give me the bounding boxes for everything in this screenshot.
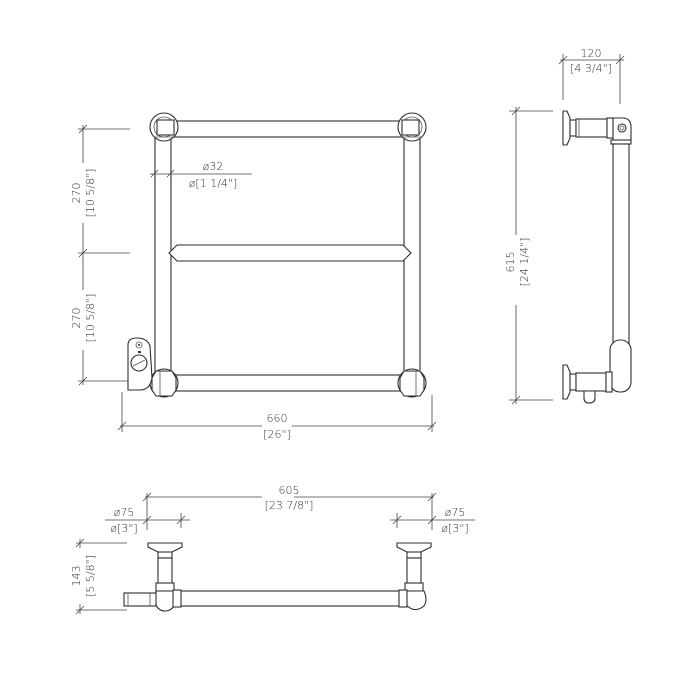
dim-left-flange [105, 513, 190, 528]
corner-joint-bottom-left [149, 368, 179, 398]
dim-vertical-left [70, 124, 130, 386]
dim-depth [70, 538, 127, 615]
top-rail [171, 120, 405, 138]
overall-width-mm: 660 [267, 412, 288, 425]
valve-stub [123, 592, 157, 607]
corner-joint-top-left [149, 112, 179, 142]
left-flange [147, 542, 183, 553]
centers-mm: 605 [279, 484, 300, 497]
corner-joint-bottom-right [397, 368, 427, 398]
right-elbow [404, 590, 427, 611]
overall-height-inch: [24 1/4"] [518, 238, 531, 287]
middle-rail [168, 244, 412, 262]
top-view: 605 [23 7/8"] ø75 ø[3"] ø75 ø[3"] [70, 484, 475, 615]
right-flange [396, 542, 432, 553]
projection-inch: [4 3/4"] [570, 62, 612, 75]
front-view: 270 [10 5/8"] 270 [10 5/8"] ø32 ø[1 1/4"… [70, 112, 437, 441]
centers-inch: [23 7/8"] [265, 499, 314, 512]
valve-body [127, 337, 153, 391]
top-bracket-arm [575, 118, 608, 138]
left-flange-inch: ø[3"] [110, 522, 137, 535]
dim-right-flange [390, 513, 475, 528]
right-flange-mm: ø75 [445, 506, 466, 519]
side-view: 120 [4 3/4"] 615 [24 1/4"] [504, 47, 632, 405]
bottom-bracket-arm [575, 372, 607, 392]
depth-mm: 143 [70, 566, 83, 587]
bottom-wall-flange [562, 364, 571, 400]
tube-diameter-mm: ø32 [203, 160, 224, 173]
dim-overall-width [117, 392, 437, 432]
overall-height-mm: 615 [504, 252, 517, 273]
dim-centers [142, 487, 437, 530]
depth-inch: [5 5/8"] [84, 555, 97, 597]
lower-spacing-inch: [10 5/8"] [84, 294, 97, 343]
lower-spacing-mm: 270 [70, 308, 83, 329]
valve-nub [583, 390, 596, 404]
top-view-rail [179, 590, 401, 607]
top-wall-flange [562, 110, 571, 146]
side-vertical-tube [612, 143, 630, 345]
dim-tube-diameter [150, 169, 252, 178]
projection-mm: 120 [581, 47, 602, 60]
corner-joint-top-right [397, 112, 427, 142]
upper-spacing-inch: [10 5/8"] [84, 169, 97, 218]
right-flange-inch: ø[3"] [441, 522, 468, 535]
tube-diameter-inch: ø[1 1/4"] [189, 177, 238, 190]
upper-spacing-mm: 270 [70, 183, 83, 204]
left-flange-mm: ø75 [114, 506, 135, 519]
dim-projection [558, 54, 625, 104]
bottom-rail [171, 374, 405, 392]
overall-width-inch: [26"] [263, 428, 291, 441]
bottom-capsule [609, 339, 632, 393]
dim-overall-height [505, 106, 553, 405]
